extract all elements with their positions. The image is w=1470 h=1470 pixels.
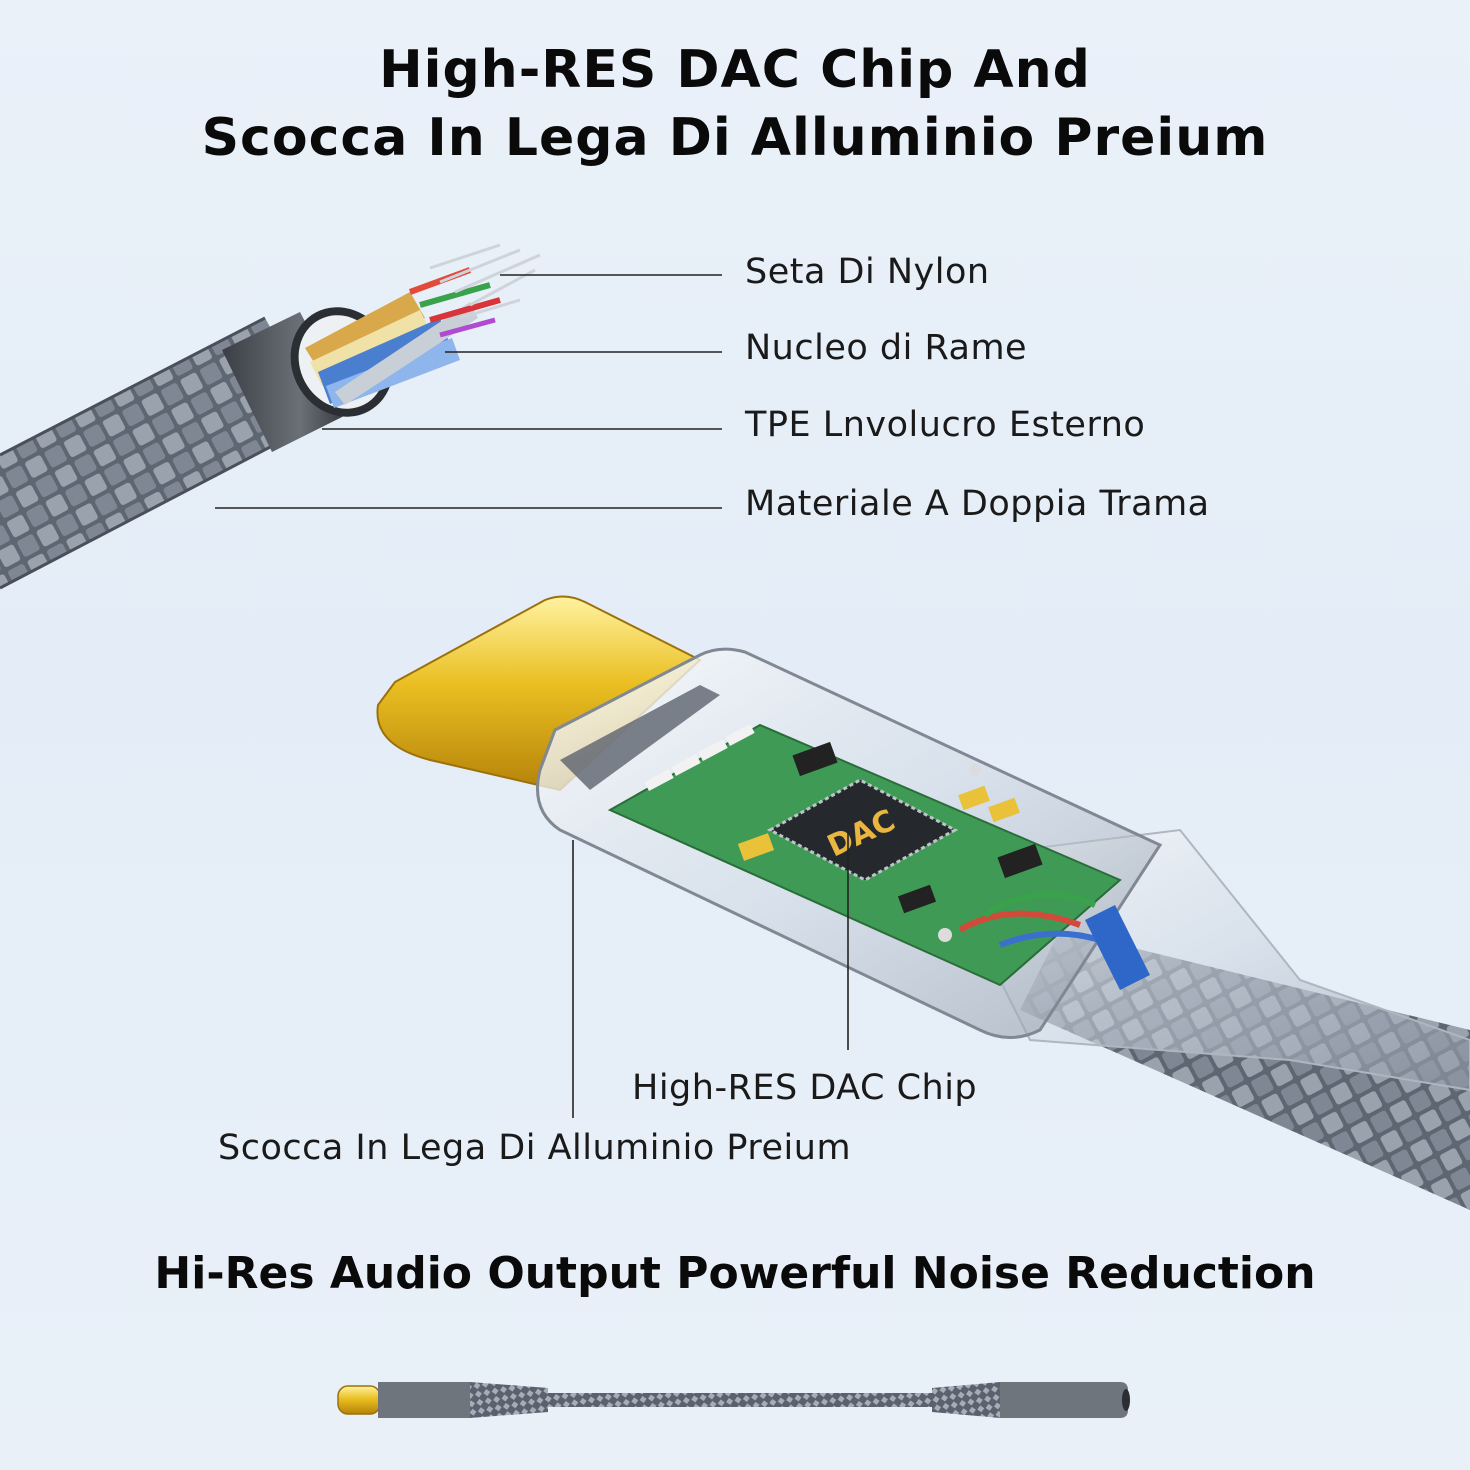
leader-lines-top [215,274,722,509]
braided-cable-cross-section [0,243,541,590]
blue-collar [1085,905,1150,990]
sound-wave-right [1150,1364,1382,1436]
gold-usb-c-plug [376,595,702,792]
feature-subtitle: Hi-Res Audio Output Powerful Noise Reduc… [154,1248,1316,1299]
usb-c-connector: DAC [376,595,1470,1210]
usb-c-to-aux-adapter [337,1382,1130,1418]
label-tpe-jacket: TPE Lnvolucro Esterno [745,405,1146,445]
label-nylon-silk: Seta Di Nylon [745,252,990,292]
label-copper-core: Nucleo di Rame [745,328,1028,368]
label-dac-chip: High-RES DAC Chip [632,1068,978,1108]
dac-chip: DAC [766,778,959,882]
sound-wave-left [90,1345,322,1445]
copper-core-bundles [305,267,501,408]
internal-wires [958,891,1101,948]
label-double-weave: Materiale A Doppia Trama [745,484,1210,524]
headline-line-1: High-RES DAC Chip And [379,40,1091,100]
pcb-contacts [644,724,755,791]
headline-line-2: Scocca In Lega Di Alluminio Preium [201,108,1269,168]
smd-components [737,741,1043,942]
label-aluminium-shell: Scocca In Lega Di Alluminio Preium [218,1128,852,1168]
nylon-silk-strands [429,243,541,320]
leader-lines-middle [572,830,849,1118]
